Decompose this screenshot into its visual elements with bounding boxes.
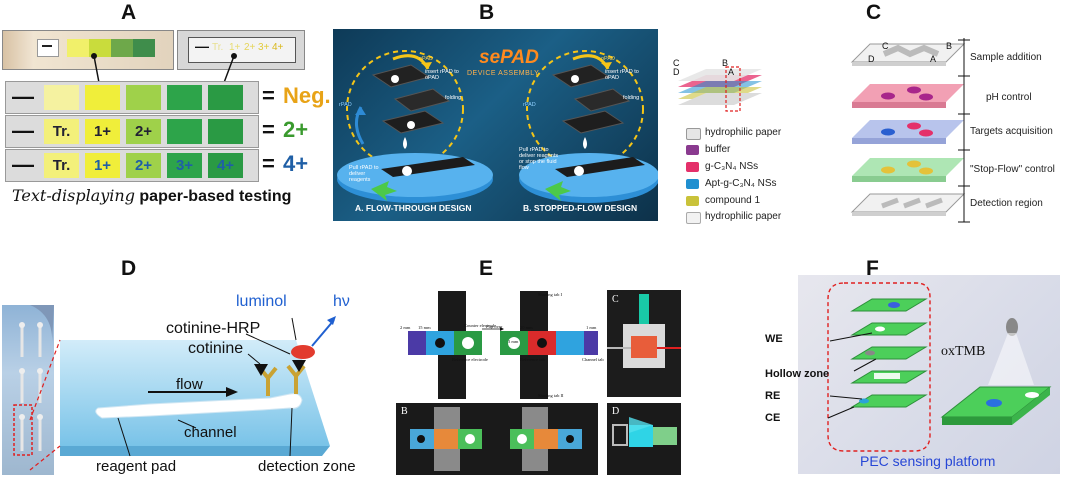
electrode-schematic xyxy=(396,287,602,400)
photo-b: B xyxy=(396,403,598,475)
result-4plus: 4+ xyxy=(283,151,309,176)
ce-label: CE xyxy=(765,412,781,424)
result-2plus: 2+ xyxy=(283,117,309,142)
re-label: RE xyxy=(765,390,781,402)
step-detection-region: Detection region xyxy=(970,198,1043,209)
panel-label-d: D xyxy=(121,257,137,280)
sepad-subtitle: DEVICE ASSEMBLY xyxy=(467,70,540,77)
panel-label-b: B xyxy=(479,1,495,24)
step-stop-flow: "Stop-Flow" control xyxy=(970,164,1055,175)
panel-a-caption: Text-displaying paper-based testing xyxy=(12,186,292,205)
pec-layers xyxy=(827,282,1052,452)
cotinine-label: cotinine xyxy=(188,340,244,357)
panel-label-f: F xyxy=(866,257,879,280)
hollow-zone-label: Hollow zone xyxy=(765,368,830,380)
photo-d: D xyxy=(607,403,681,475)
detection-zone-label: detection zone xyxy=(258,458,356,475)
test-strip-photo-left xyxy=(2,30,174,70)
device-photo xyxy=(2,305,54,475)
layer-stack-illustration xyxy=(678,66,762,112)
step-ph-control: pH control xyxy=(986,92,1032,103)
step-sample-addition: Sample addition xyxy=(970,52,1042,63)
oxtmb-label: oxTMB xyxy=(941,344,986,359)
cotinine-hrp-label: cotinine-HRP xyxy=(166,320,261,337)
photo-c: C xyxy=(607,290,681,397)
reagent-pad-label: reagent pad xyxy=(96,458,177,475)
sepad-title: sePAD xyxy=(479,47,539,68)
channel-label: channel xyxy=(184,424,237,441)
result-neg: Neg. xyxy=(283,83,331,108)
panel-label-c: C xyxy=(866,1,882,24)
flow-label: flow xyxy=(176,376,203,393)
result-row-4plus: — Tr. 1+ 2+ 3+ 4+ xyxy=(5,149,259,182)
result-row-2plus: — Tr. 1+ 2+ xyxy=(5,115,259,148)
hv-label: hν xyxy=(333,293,350,310)
we-label: WE xyxy=(765,333,783,345)
sepad-illustration xyxy=(337,50,658,203)
luminol-label: luminol xyxy=(236,293,287,310)
panel-label-e: E xyxy=(479,257,494,280)
layer-diagram xyxy=(850,38,970,223)
panel-label-a: A xyxy=(121,1,137,24)
panel-b-device-assembly: sePAD DEVICE ASSEMBLY oPAD oPAD rPAD rPA… xyxy=(333,29,658,221)
stopped-flow-caption: B. STOPPED-FLOW DESIGN xyxy=(523,203,638,213)
panel-f-pec-platform: WE Hollow zone RE CE oxTMB PEC sensing p… xyxy=(765,275,1060,474)
flow-through-caption: A. FLOW-THROUGH DESIGN xyxy=(355,203,472,213)
test-strip-photo-right: — Tr. 1+ 2+ 3+ 4+ xyxy=(177,30,305,70)
step-targets-acquisition: Targets acquisition xyxy=(970,126,1053,137)
channel-diagram xyxy=(29,316,336,471)
result-row-neg: — xyxy=(5,81,259,114)
pec-caption: PEC sensing platform xyxy=(860,453,996,469)
